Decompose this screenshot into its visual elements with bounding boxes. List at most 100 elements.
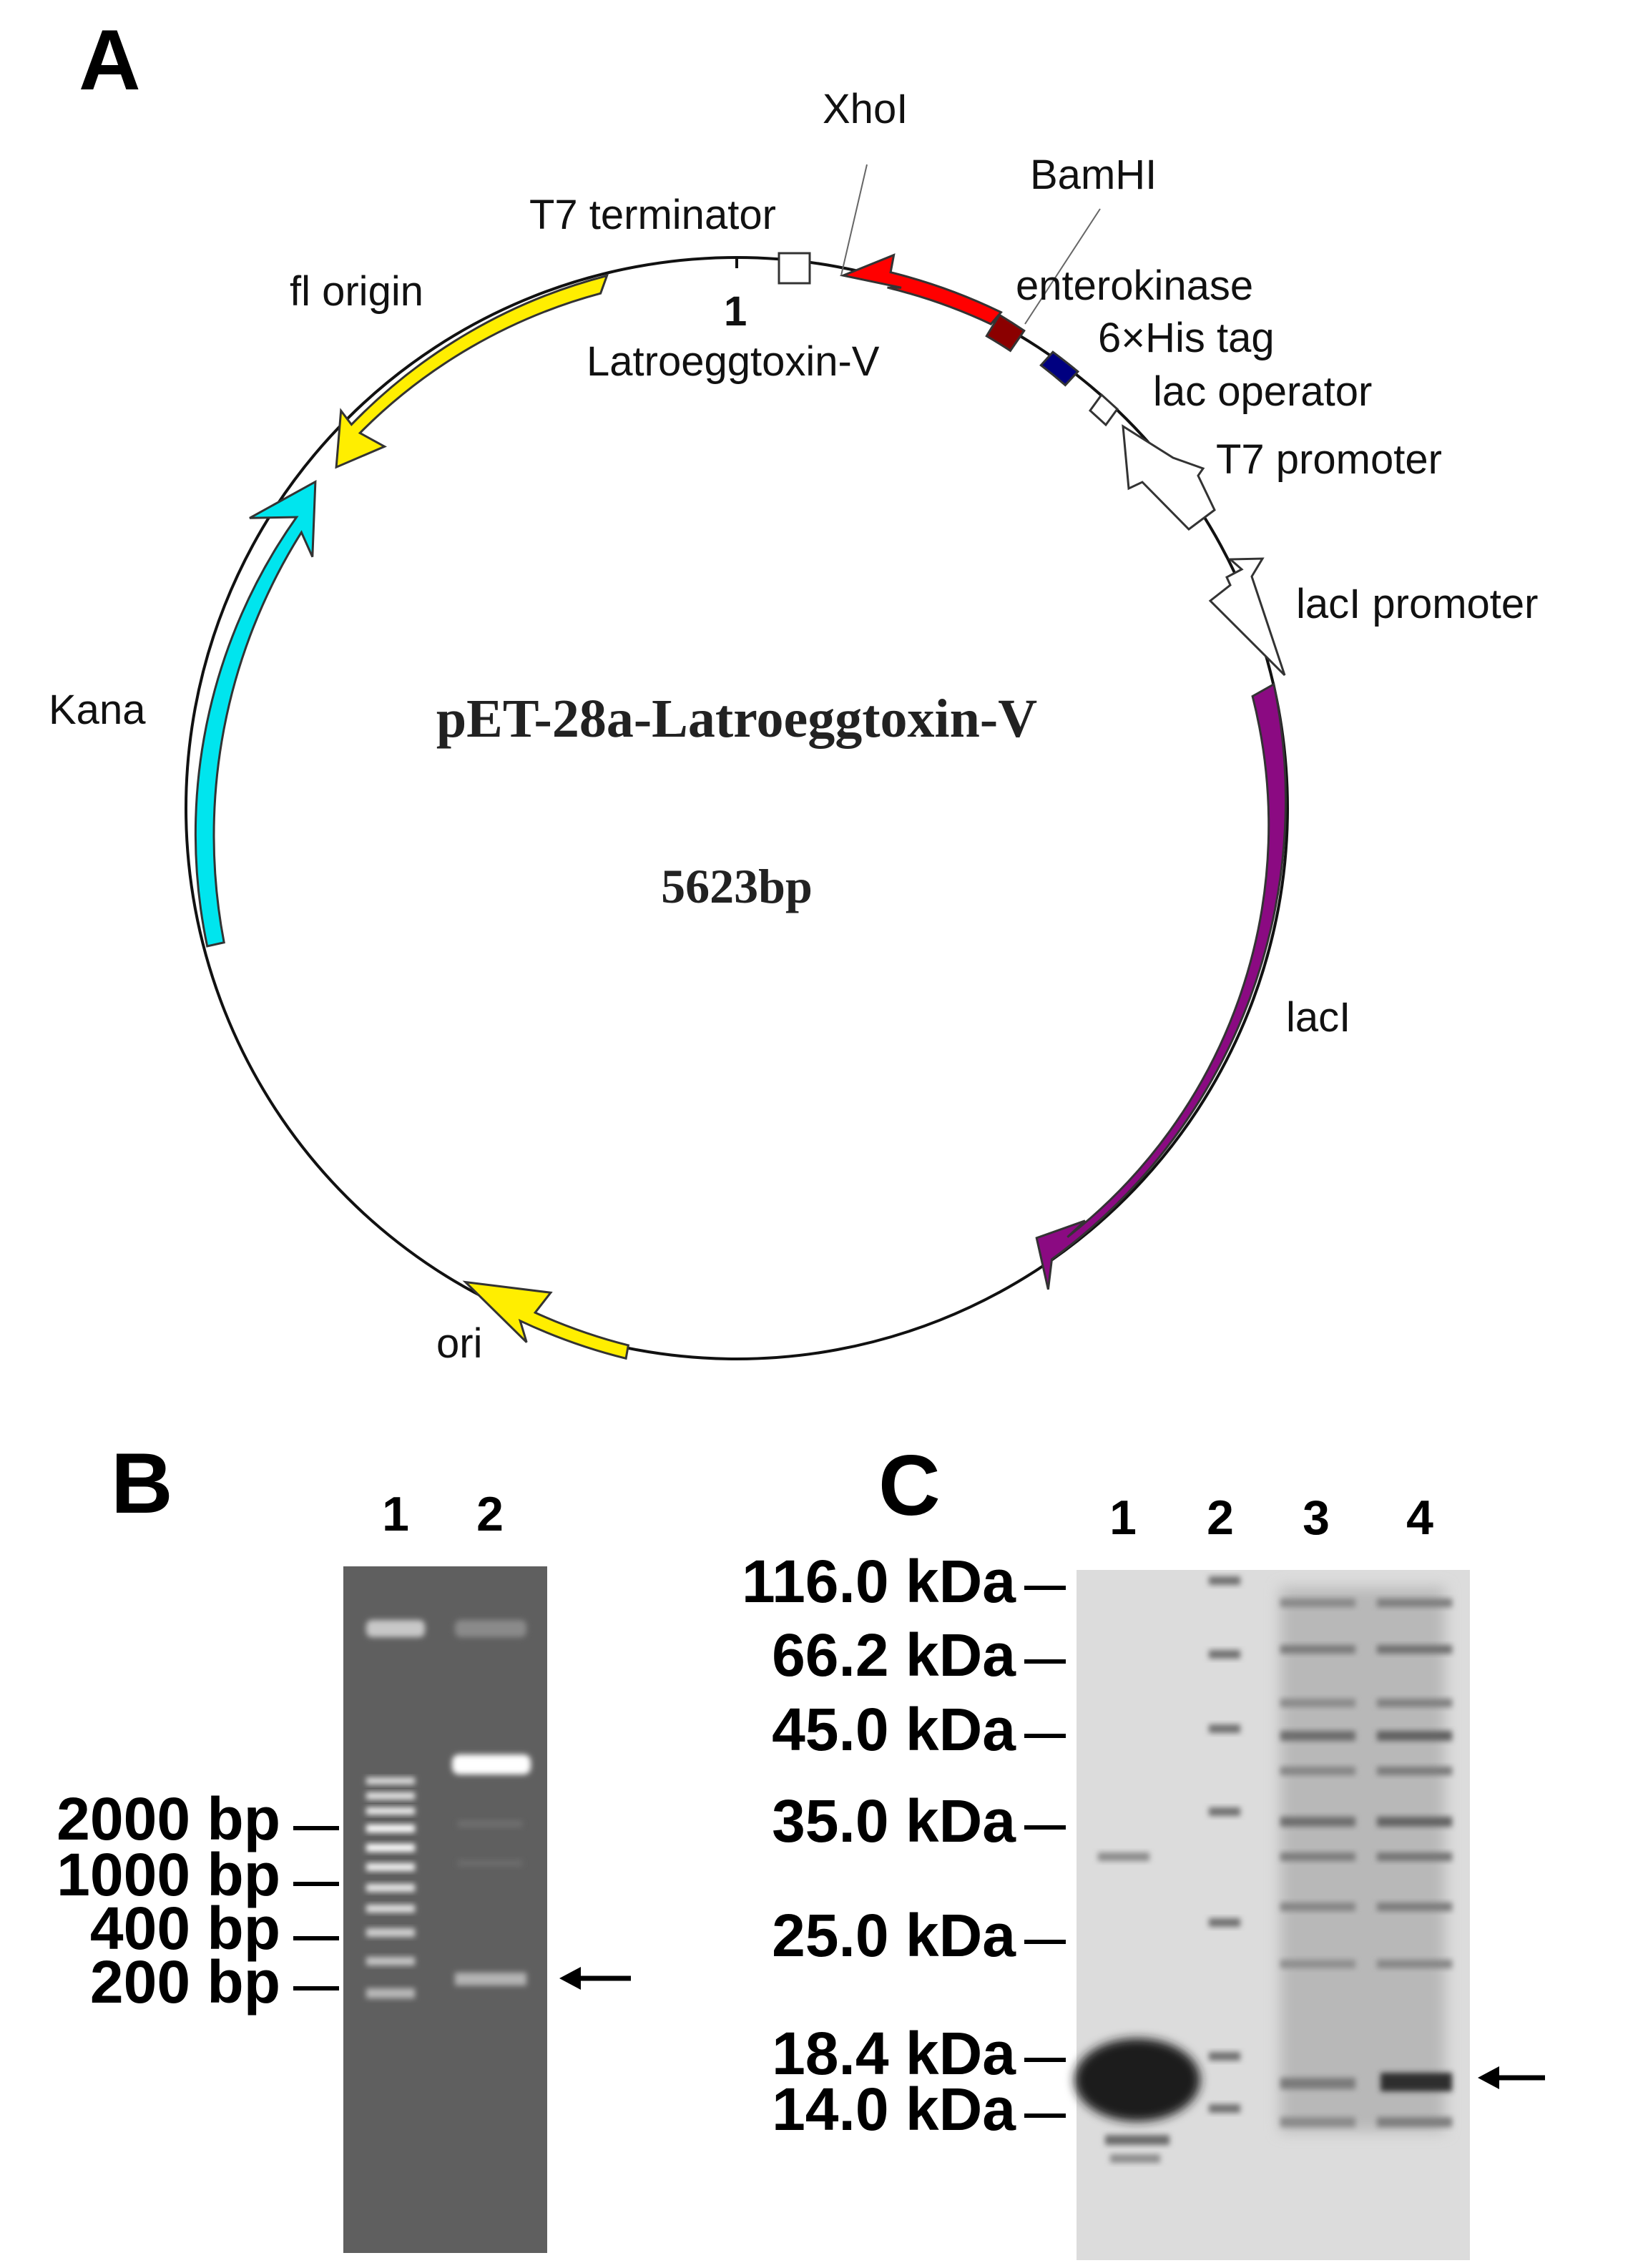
gel-c-lane4-band (1377, 1699, 1452, 1707)
f1-origin-label: fl origin (290, 268, 423, 315)
gel-c-lane1-band (1098, 1852, 1149, 1861)
gel-b-well-1 (366, 1620, 425, 1637)
gel-b-ladder-band (366, 1957, 415, 1965)
gel-c-ladder-band (1209, 1724, 1240, 1733)
gel-c-marker-25: 25.0 kDa (772, 1902, 1016, 1969)
xhoi-leader-line (840, 164, 868, 276)
gel-b-ladder-band (366, 1863, 415, 1871)
gel-c-lane-3: 3 (1303, 1491, 1330, 1545)
lac-operator-box (1088, 393, 1119, 427)
bamhi-label: BamHI (1030, 152, 1157, 198)
gel-b-marker-400: 400 bp (90, 1895, 280, 1962)
plasmid-name: pET-28a-Latroeggtoxin-V (436, 689, 1037, 749)
gel-b-markers: 2000 bp 1000 bp 400 bp 200 bp (57, 1785, 339, 2016)
gel-b-marker-200: 200 bp (90, 1948, 280, 2016)
gel-b-ladder-band (366, 1988, 415, 1998)
gel-b-arrow (559, 1967, 631, 1990)
gel-c-lane3-band (1280, 1767, 1355, 1775)
gel-c-lane3-band (1280, 1599, 1355, 1607)
insert-arrow (839, 253, 1003, 325)
gel-c-marker-45: 45.0 kDa (772, 1696, 1016, 1763)
gel-c-lane3-band (1280, 1817, 1355, 1827)
enterokinase-label: enterokinase (1016, 262, 1253, 309)
gel-c-lane4-target-band (1380, 2073, 1452, 2091)
gel-b-ladder-band (366, 1928, 415, 1937)
gel-c-ladder-band (1209, 1918, 1240, 1927)
kana-arrow (194, 480, 317, 948)
laci-promoter-label: lacI promoter (1296, 581, 1538, 627)
gel-c-lane4-band (1377, 1731, 1452, 1741)
gel-c-marker-116: 116.0 kDa (742, 1548, 1016, 1615)
laci-label: lacI (1286, 994, 1350, 1041)
gel-b-ladder-band (366, 1792, 415, 1800)
gel-c-overexpressed-band (1074, 2038, 1200, 2121)
gel-c-ladder-band (1209, 2052, 1240, 2061)
gel-c-lane3-band (1280, 2117, 1355, 2127)
gel-c-arrow (1478, 2066, 1545, 2089)
xhoi-label: XhoI (823, 86, 908, 132)
gel-c-marker-35: 35.0 kDa (772, 1787, 1016, 1855)
gel-c-lane4-band (1377, 1903, 1452, 1911)
gel-c-lane3-band (1280, 1960, 1355, 1968)
gel-b-ladder-band (366, 1844, 415, 1852)
gel-c-lane4-band (1377, 1599, 1452, 1607)
panel-a-label: A (79, 12, 141, 108)
gel-c-lane3-band (1280, 2078, 1355, 2089)
gel-b-ladder-band (366, 1807, 415, 1815)
gel-b-ladder-band (366, 1777, 415, 1785)
lac-operator-label: lac operator (1153, 368, 1372, 415)
t7-promoter-arrow (1122, 424, 1216, 531)
panel-c-label: C (878, 1438, 941, 1533)
t7-terminator-label: T7 terminator (529, 192, 776, 238)
gel-b-ladder-band (366, 1905, 415, 1913)
kana-label: Kana (49, 687, 146, 733)
gel-c-lane3-band (1280, 1645, 1355, 1654)
gel-b-lane-labels: 1 2 (382, 1487, 504, 1541)
gel-b-ladder-band (366, 1825, 415, 1832)
gel-c-ladder-band (1209, 2104, 1240, 2113)
bamhi-leader-line (1024, 208, 1101, 325)
gel-c-marker-14: 14.0 kDa (772, 2076, 1016, 2143)
gel-c-lane4-band (1377, 1852, 1452, 1861)
gel-b-ladder-band (366, 1884, 415, 1892)
gel-c-lane4-band (1377, 1960, 1452, 1968)
gel-b-marker-1000: 1000 bp (57, 1841, 280, 1908)
insert-label: Latroeggtoxin-V (587, 338, 880, 385)
gel-b-marker-2000: 2000 bp (57, 1785, 280, 1852)
gel-b-plasmid-band (452, 1754, 531, 1774)
gel-c-lane1-band (1110, 2154, 1160, 2163)
gel-c-lane-4: 4 (1406, 1491, 1433, 1545)
gel-b-well-2 (455, 1620, 526, 1637)
gel-c-lane3-band (1280, 1699, 1355, 1707)
position-one-label: 1 (724, 288, 747, 335)
gel-b-bands (366, 1620, 531, 1998)
gel-b-lane-1: 1 (382, 1487, 409, 1541)
plasmid-size: 5623bp (661, 859, 813, 913)
t7-promoter-label: T7 promoter (1216, 436, 1442, 483)
his-tag-box (1039, 350, 1080, 387)
f1-origin-arrow (335, 274, 609, 469)
gel-c-lane4-band (1377, 1817, 1452, 1827)
his-tag-label: 6×His tag (1098, 315, 1275, 361)
gel-c-ladder-band (1209, 1650, 1240, 1659)
gel-c-ladder-band (1209, 1807, 1240, 1816)
panel-b-label: B (111, 1435, 173, 1531)
gel-c-lane-1: 1 (1109, 1491, 1137, 1545)
gel-c-lane-labels: 1 2 3 4 (1109, 1491, 1433, 1545)
gel-c-lane4-band (1377, 2117, 1452, 2127)
gel-c-ladder-band (1209, 1576, 1240, 1585)
enterokinase-box (985, 313, 1026, 353)
gel-b-lane-2: 2 (476, 1487, 504, 1541)
laci-promoter-arrow (1208, 557, 1286, 677)
gel-c-lane1-band (1105, 2135, 1169, 2145)
gel-c-lane-2: 2 (1207, 1491, 1234, 1545)
gel-c-lane3-band (1280, 1852, 1355, 1861)
ori-arrow (462, 1280, 630, 1360)
t7-terminator-box (778, 252, 811, 285)
laci-arrow (1035, 682, 1287, 1290)
gel-c-bands (1074, 1576, 1452, 2163)
ori-label: ori (436, 1320, 482, 1367)
gel-b-faint-band (458, 1820, 522, 1827)
gel-c-lane3-band (1280, 1731, 1355, 1741)
